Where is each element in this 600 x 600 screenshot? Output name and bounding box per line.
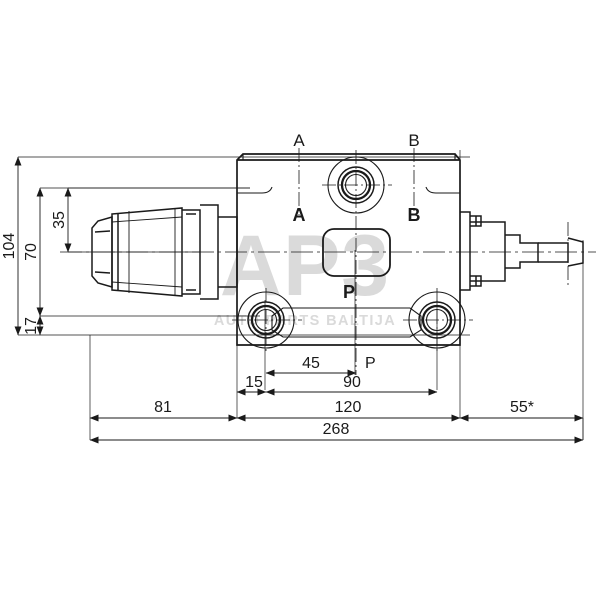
dim-268: 268 — [89, 421, 584, 444]
label-a-bold: A — [293, 205, 306, 225]
dim-55-text: 55* — [510, 399, 534, 416]
valve-body-detail — [237, 154, 460, 338]
label-b-thin-top: B — [408, 131, 419, 150]
dim-81-text: 81 — [154, 399, 172, 416]
dim-90: 90 — [265, 374, 438, 396]
lever-handle-assembly — [91, 204, 238, 300]
dim-55: 55* — [459, 399, 584, 422]
dim-81: 81 — [89, 399, 238, 422]
dim-17-text: 17 — [23, 317, 40, 335]
dim-35-text: 35 — [51, 211, 68, 229]
dim-15: 15 — [236, 374, 267, 396]
label-p-bold: P — [343, 282, 355, 302]
dim-45: 45 P — [265, 355, 376, 377]
dim-45-text: 45 — [302, 355, 320, 372]
dim-120: 120 — [236, 399, 461, 422]
spool-window — [322, 228, 391, 277]
spool-shaft-assembly — [460, 211, 584, 291]
dim-p-plain-text: P — [365, 355, 376, 372]
dim-90-text: 90 — [343, 374, 361, 391]
dim-35: 35 — [51, 187, 72, 253]
dim-70: 70 — [23, 187, 44, 317]
dim-120-text: 120 — [335, 399, 362, 416]
watermark-logo: AP3 — [220, 218, 390, 314]
dim-104: 104 — [1, 156, 22, 336]
dim-268-text: 268 — [323, 421, 350, 438]
dim-104-text: 104 — [1, 233, 18, 260]
watermark-subtitle: AUTO PARTS BALTIJA — [214, 313, 396, 329]
port-letter-labels: A B A B P — [293, 131, 421, 302]
lever-detail-lines — [111, 209, 183, 295]
label-a-thin-top: A — [293, 131, 305, 150]
dim-17: 17 — [23, 315, 44, 336]
dim-70-text: 70 — [23, 243, 40, 261]
label-b-bold: B — [408, 205, 421, 225]
watermark: AP3 AUTO PARTS BALTIJA — [214, 218, 396, 329]
dim-15-text: 15 — [245, 374, 263, 391]
